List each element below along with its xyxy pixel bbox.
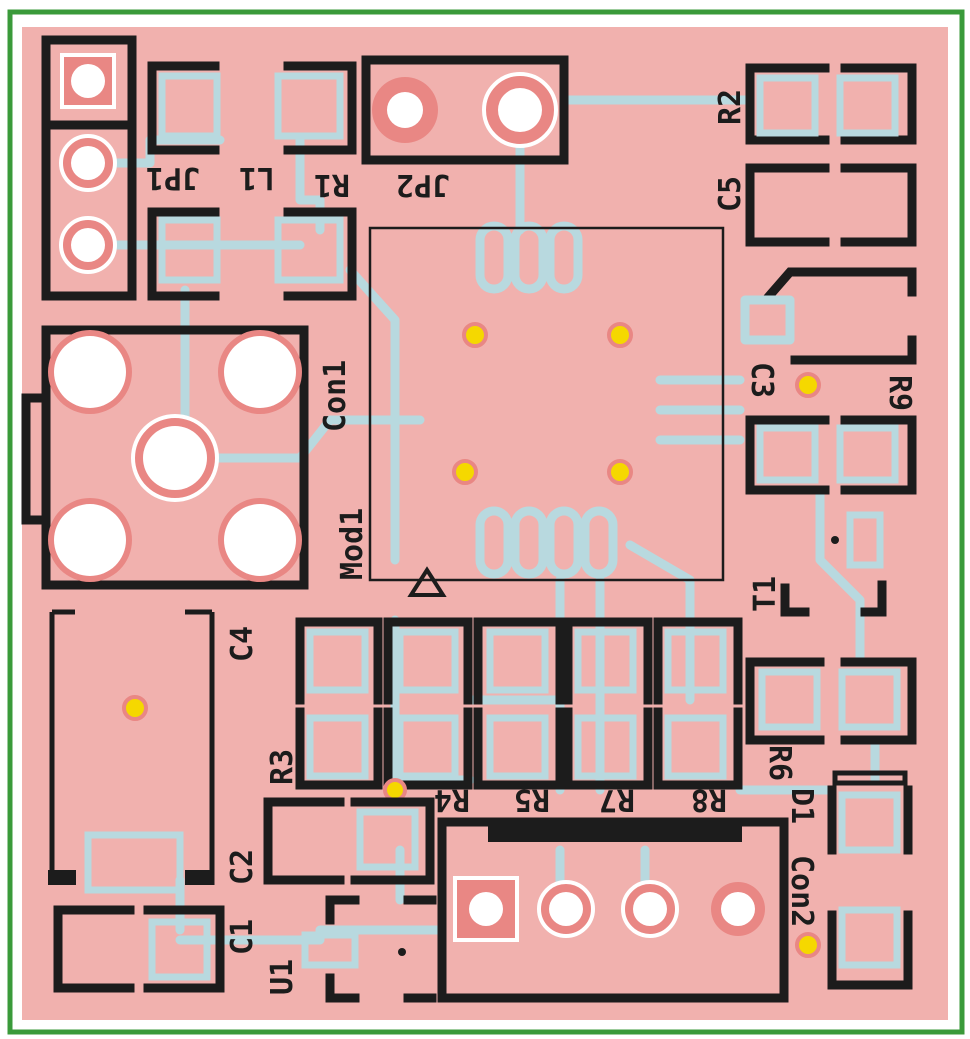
r9-resistor bbox=[745, 415, 917, 495]
pin1-triangle-icon bbox=[407, 566, 447, 597]
con2-connector bbox=[437, 817, 821, 1003]
l1-inductor bbox=[147, 61, 221, 301]
label-r6: R6 bbox=[762, 745, 797, 781]
t1-transistor bbox=[780, 511, 887, 617]
label-r7: R7 bbox=[599, 782, 635, 817]
r2-resistor bbox=[745, 63, 917, 145]
u1-chip bbox=[301, 895, 437, 1003]
label-r5: R5 bbox=[514, 782, 550, 817]
c5-capacitor bbox=[745, 163, 917, 247]
mod1-module bbox=[368, 226, 725, 597]
label-l1: L1 bbox=[239, 160, 275, 195]
c3-capacitor bbox=[740, 267, 917, 398]
con1-connector bbox=[21, 325, 309, 590]
label-c1: C1 bbox=[225, 919, 260, 955]
label-r4: R4 bbox=[434, 782, 470, 817]
label-r1: R1 bbox=[314, 167, 350, 202]
c4-capacitor bbox=[48, 609, 215, 894]
label-r2: R2 bbox=[713, 89, 748, 125]
label-d1: D1 bbox=[784, 788, 819, 824]
label-r3: R3 bbox=[265, 749, 300, 785]
label-c4: C4 bbox=[225, 626, 260, 662]
label-c3: C3 bbox=[744, 362, 779, 398]
label-r9: R9 bbox=[882, 375, 917, 411]
label-u1: U1 bbox=[265, 959, 300, 995]
c1-capacitor bbox=[53, 905, 225, 993]
d1-diode bbox=[827, 770, 913, 855]
label-r8: R8 bbox=[691, 782, 727, 817]
label-jp1: JP1 bbox=[146, 160, 200, 195]
silkscreen-labels: JP1 L1 R1 JP2 R2 C5 C3 R9 Con1 Mod1 T1 C… bbox=[146, 89, 917, 995]
label-con2: Con2 bbox=[784, 855, 819, 927]
label-t1: T1 bbox=[748, 576, 783, 612]
jp2-header bbox=[361, 55, 569, 165]
d1-pad-lower bbox=[827, 906, 913, 990]
label-mod1: Mod1 bbox=[335, 508, 370, 580]
r1-resistor bbox=[274, 61, 357, 301]
label-c5: C5 bbox=[713, 176, 748, 212]
label-jp2: JP2 bbox=[396, 167, 450, 202]
c2-capacitor bbox=[263, 797, 435, 885]
label-c2: C2 bbox=[225, 849, 260, 885]
r6-resistor bbox=[745, 657, 917, 745]
resistor-row bbox=[295, 617, 743, 802]
label-con1: Con1 bbox=[318, 360, 353, 432]
jp1-header bbox=[41, 35, 137, 301]
board-copper-pour bbox=[22, 27, 948, 1020]
